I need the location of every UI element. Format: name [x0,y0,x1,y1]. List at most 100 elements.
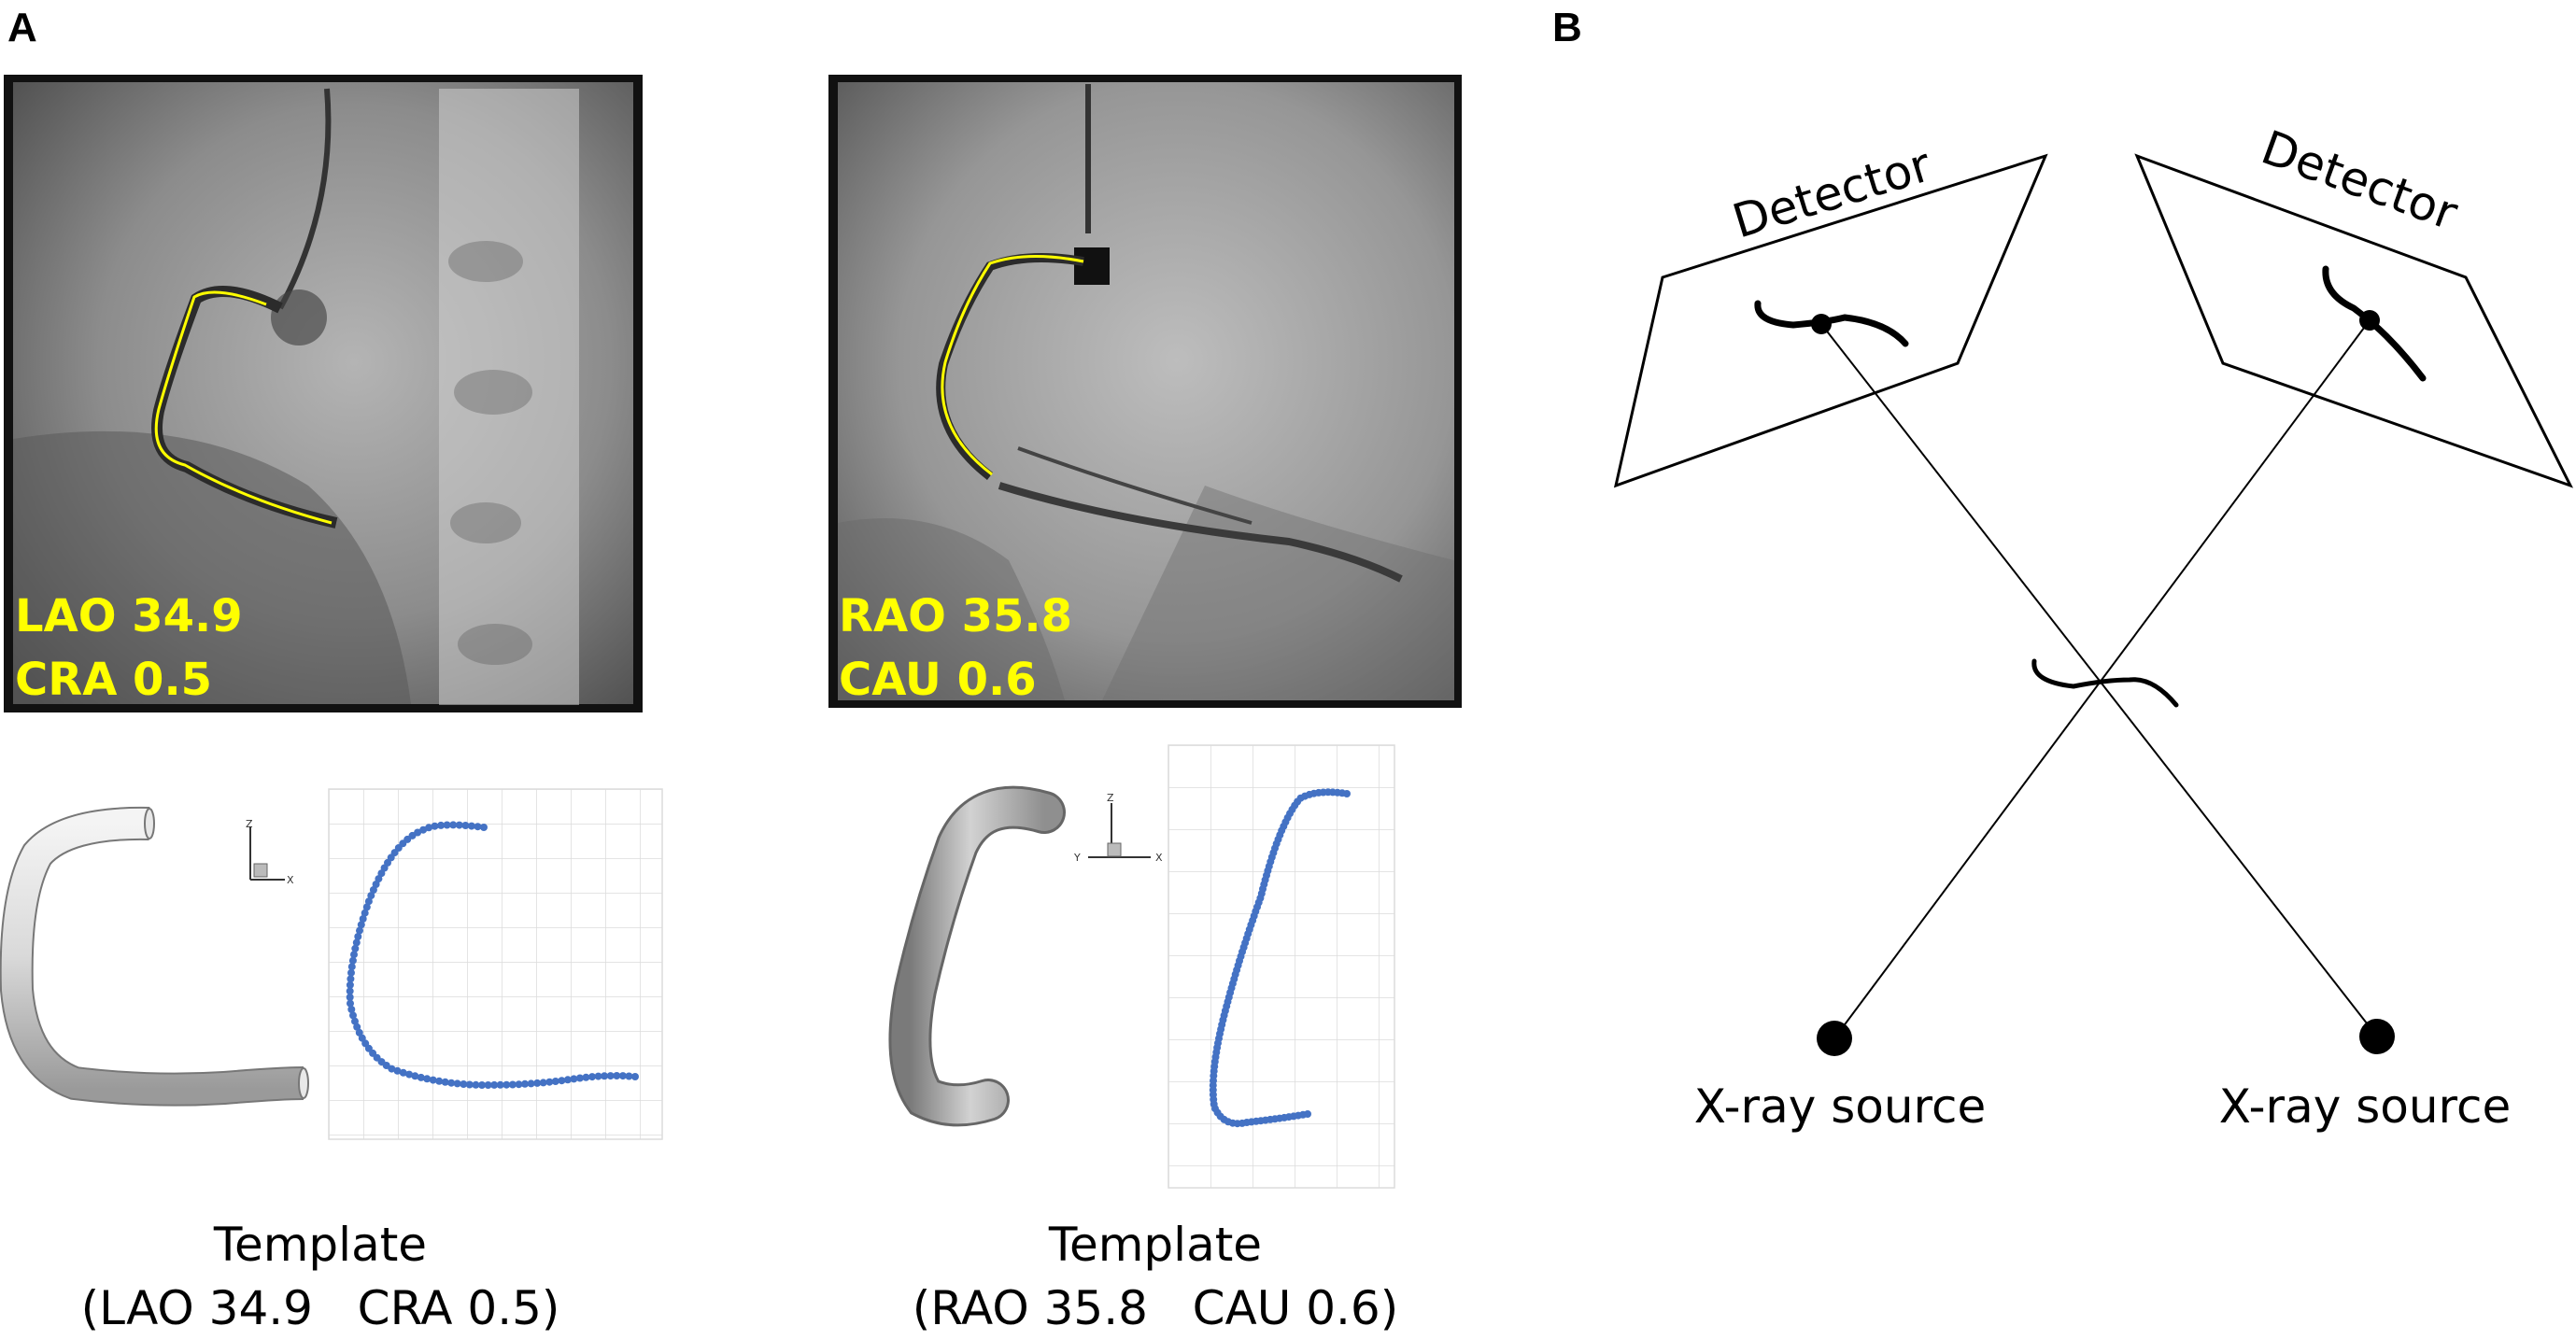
axis-z-label: Z [1107,792,1114,804]
centerline-dot [356,926,363,935]
centerline-dot [431,822,439,830]
centerline-dot [606,1072,615,1080]
centerline-dot [357,921,365,929]
template-tube-lao [0,806,309,1107]
centerline-dot [545,1078,554,1086]
centerline-dot [527,1079,535,1088]
centerline-dot [449,821,458,829]
centerline-dot [601,1072,609,1080]
centerline-dot [347,963,356,971]
centerline-dot [443,821,451,829]
axis-y-label: Y [1073,852,1081,864]
centerline-dot [351,944,360,952]
centerline-dot [484,1081,492,1089]
centerline-dot [496,1080,504,1089]
centerline-dot [441,1078,449,1086]
centerline-dot [347,999,354,1008]
centerline-dot [437,821,446,829]
template-caption-title: Template [213,1218,427,1272]
centerline-dot [348,956,357,965]
centerline-dot [515,1080,523,1089]
centerline-overlay [941,254,1084,476]
centerline-dot [508,1080,517,1089]
angiogram-rao: RAO 35.8 CAU 0.6 [828,75,1462,708]
centerline-dot [631,1073,639,1080]
view-angle-primary: LAO 34.9 [15,590,243,642]
centerline-dot [393,1066,402,1075]
panel-b-label: B [1552,5,1582,50]
centerline-dot [419,825,428,834]
centerline-dot [353,1023,361,1031]
template-tube-rao [888,785,1066,1127]
centerline-dot [472,1080,480,1089]
axis-z-label: Z [246,818,253,830]
centerline-dots [346,821,639,1089]
centerline-dot [377,869,386,878]
centerline-dot [425,824,433,832]
centerline-dot [423,1075,432,1083]
centerline-dot [347,968,355,977]
centerline-dot [372,881,380,888]
centerline-dot [570,1075,578,1083]
panel-a-label: A [7,5,37,50]
axis-icon: Z Y X [1073,792,1163,864]
centerline-dot [411,1072,419,1080]
centerline-dot [354,933,362,940]
centerline-dot [563,1076,572,1084]
source-right-label: X-ray source [2219,1079,2512,1134]
centerline-dot [465,1080,474,1089]
angiogram-lao: LAO 34.9 CRA 0.5 [4,75,643,712]
centerline-dot [551,1078,559,1085]
centerline-dot [558,1077,566,1085]
centerline-dot [460,1080,468,1088]
projection-geometry: Detector Detector X-ray source X-ray sou… [1613,120,2574,1134]
centerline-dot [367,892,375,900]
centerline-dot [349,1011,357,1020]
centerline-dot [490,1080,499,1089]
centerline-dot [359,915,367,923]
centerline-dot [474,823,482,831]
vessel-3d-curve [2031,658,2179,708]
detector-plane-right [2134,153,2574,488]
centerline-dots [1209,788,1351,1128]
centerline-dot [594,1072,602,1080]
centerline-dot [405,1070,414,1079]
centerline-dot [447,1079,456,1087]
centerline-dot [521,1079,529,1088]
centerline-dot [502,1080,511,1089]
centerline-dot [346,994,354,1001]
centerline-dot [346,980,354,989]
centerline-dot [362,903,371,911]
xray-source-left [1817,1021,1852,1056]
view-angle-secondary: CAU 0.6 [839,654,1037,706]
centerline-dot [417,1073,425,1081]
axis-x-label: X [287,874,294,886]
centerline-dot [347,975,355,983]
centerline-dot [435,1077,444,1085]
centerline-dot [461,822,470,829]
centerline-dot [346,987,354,995]
centerline-dot [399,1068,407,1077]
view-angle-primary: RAO 35.8 [839,590,1072,642]
centerline-dot [351,1017,359,1025]
axis-x-label: X [1155,852,1163,864]
centerline-dot [453,1079,461,1088]
centerline-dot [369,886,377,894]
centerline-dot [429,1076,437,1084]
centerline-dot [575,1074,584,1082]
centerline-dot [539,1079,547,1087]
centerline-dot [478,1081,486,1089]
source-left-label: X-ray source [1694,1079,1987,1134]
centerline-dot [388,1065,396,1073]
centerline-dot-plot-lao [328,788,663,1140]
centerline-dot [533,1079,542,1087]
centerline-dot [352,938,361,947]
xray-source-right [2359,1019,2395,1054]
centerline-dot [625,1072,633,1080]
axis-icon: Z X [246,818,294,886]
centerline-dot [361,909,369,917]
centerline-dot [347,1006,356,1013]
template-caption-title: Template [1048,1218,1262,1272]
centerline-dot [588,1073,596,1081]
